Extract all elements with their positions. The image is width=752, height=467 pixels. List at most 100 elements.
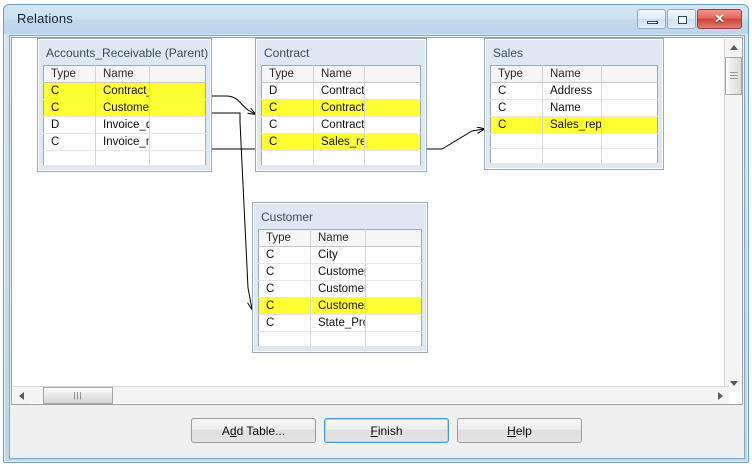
scroll-up-button[interactable]	[725, 39, 742, 56]
cell-name: Customer_address	[310, 263, 366, 281]
table-row-empty[interactable]	[490, 148, 658, 164]
cell-blank	[261, 150, 314, 166]
column-header-type[interactable]: Type	[490, 65, 543, 83]
chevron-up-icon	[729, 45, 738, 50]
cell-name: Address	[542, 82, 602, 100]
column-header-type[interactable]: Type	[43, 65, 96, 83]
cell-blank	[601, 116, 658, 134]
cell-blank	[542, 148, 602, 164]
cell-type: D	[261, 82, 314, 100]
cell-type: C	[490, 82, 543, 100]
table-row-empty[interactable]	[258, 331, 422, 347]
column-header-name[interactable]: Name	[542, 65, 602, 83]
table-card-sales[interactable]: Sales Type Name CAddressCNameCSales_rep_…	[484, 38, 664, 170]
maximize-icon	[678, 16, 687, 24]
dialog-button-bar: Add Table... Finish Help	[11, 405, 743, 457]
table-card-contract[interactable]: Contract Type Name DContract_dateCContra…	[255, 38, 427, 172]
table-title: Customer	[261, 210, 314, 224]
grid-header-row: Type Name	[490, 65, 658, 83]
cell-blank	[95, 150, 150, 166]
table-row-empty[interactable]	[261, 150, 421, 166]
cell-type: C	[261, 133, 314, 151]
cell-blank	[490, 148, 543, 164]
cell-blank	[149, 150, 206, 166]
column-header-blank[interactable]	[149, 65, 206, 83]
grid-header-row: Type Name	[261, 65, 421, 83]
cell-type: C	[490, 99, 543, 117]
cell-name: Invoice_number	[95, 133, 150, 151]
scroll-right-button[interactable]	[712, 387, 729, 404]
column-header-name[interactable]: Name	[95, 65, 150, 83]
add-table-button[interactable]: Add Table...	[191, 418, 316, 443]
field-grid: Type Name CCityCCustomer_addressCCustome…	[258, 229, 422, 347]
maximize-button[interactable]	[667, 9, 696, 29]
column-header-blank[interactable]	[365, 229, 422, 247]
cell-blank	[365, 263, 422, 281]
table-card-accounts-receivable[interactable]: Accounts_Receivable (Parent) Type Name C…	[37, 38, 212, 172]
cell-name: Customer_number	[95, 99, 150, 117]
field-grid: Type Name DContract_dateCContract_number…	[261, 65, 421, 166]
scroll-down-button[interactable]	[725, 375, 742, 392]
help-button[interactable]: Help	[457, 418, 582, 443]
chevron-down-icon	[729, 381, 738, 386]
table-card-customer[interactable]: Customer Type Name CCityCCustomer_addres…	[252, 202, 428, 353]
cell-type: C	[258, 280, 311, 298]
cell-type: C	[43, 99, 96, 117]
cell-type: C	[258, 246, 311, 264]
cell-blank	[542, 133, 602, 149]
chevron-right-icon	[718, 391, 723, 400]
cell-blank	[310, 331, 366, 347]
horizontal-scrollbar[interactable]: |||	[13, 386, 729, 404]
cell-blank	[365, 331, 422, 347]
cell-blank	[365, 314, 422, 332]
title-bar[interactable]: Relations ✕	[4, 5, 748, 34]
cell-blank	[364, 133, 421, 151]
column-header-type[interactable]: Type	[258, 229, 311, 247]
add-table-label: Add Table...	[221, 423, 286, 438]
window-controls: ✕	[637, 9, 742, 29]
column-header-type[interactable]: Type	[261, 65, 314, 83]
table-title: Accounts_Receivable (Parent)	[46, 46, 209, 60]
column-header-name[interactable]: Name	[313, 65, 365, 83]
scroll-left-button[interactable]	[13, 387, 30, 404]
column-header-blank[interactable]	[601, 65, 658, 83]
relations-window: Relations ✕	[3, 4, 749, 463]
cell-blank	[364, 150, 421, 166]
vertical-scroll-thumb[interactable]: |||	[725, 57, 742, 95]
cell-name: Contract_number	[313, 99, 365, 117]
cell-blank	[601, 82, 658, 100]
table-title: Sales	[493, 46, 524, 60]
minimize-button[interactable]	[637, 9, 666, 29]
cell-blank	[43, 150, 96, 166]
close-button[interactable]: ✕	[697, 9, 742, 29]
cell-blank	[365, 246, 422, 264]
column-header-name[interactable]: Name	[310, 229, 366, 247]
cell-name: Contract_date	[313, 82, 365, 100]
cell-blank	[313, 150, 365, 166]
diagram-canvas[interactable]: Accounts_Receivable (Parent) Type Name C…	[11, 37, 743, 405]
finish-button[interactable]: Finish	[324, 418, 449, 443]
column-header-blank[interactable]	[364, 65, 421, 83]
table-row-empty[interactable]	[490, 133, 658, 149]
table-row-empty[interactable]	[43, 150, 206, 166]
horizontal-scroll-thumb[interactable]: |||	[43, 387, 113, 404]
vertical-scrollbar[interactable]: |||	[724, 39, 742, 392]
cell-blank	[149, 133, 206, 151]
